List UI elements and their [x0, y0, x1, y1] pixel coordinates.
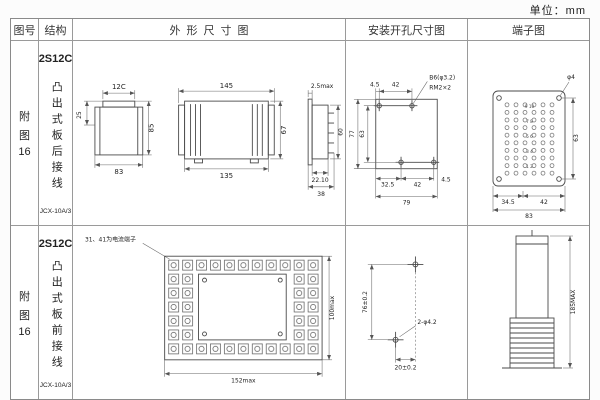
dim-height: 100max — [329, 295, 336, 320]
structure-row1: 2S12C 凸出式板后接线 JCX-10A/3 — [39, 41, 73, 226]
terminal-dims: 185MAX — [550, 235, 577, 369]
dim-height: 185MAX — [570, 290, 577, 315]
dim-pitch-h: 20±0.2 — [395, 365, 417, 372]
mounting-dims: 4.5 42 B6(φ3.2) RM2×2 77 63 32. — [349, 74, 455, 206]
label-screw-spec: RM2×2 — [429, 84, 451, 91]
dim-width: 152max — [231, 378, 256, 385]
terminal-grid — [502, 101, 557, 177]
mounting-drawing-rear-wiring: 4.5 42 B6(φ3.2) RM2×2 77 63 32. — [349, 74, 455, 206]
structure-type: JCX-10A/3 — [39, 382, 72, 389]
structure-row2: 2S12C 凸出式板前接线 JCX-10A/3 — [39, 226, 73, 399]
left-view-dims: 12C 25 85 83 — [76, 83, 156, 176]
svg-text:5 6: 5 6 — [526, 134, 533, 139]
structure-desc: 凸出式板前接线 — [50, 260, 63, 372]
label-hole-spec: B6(φ3.2) — [429, 74, 455, 81]
fig-char: 附 — [19, 290, 30, 303]
terminal-numbers: 9 10 7 8 5 6 3 4 1 2 — [525, 104, 535, 169]
dim-bottom-pitch: 42 — [414, 182, 422, 189]
hole-marks — [387, 256, 424, 348]
outline-drawing-front-wiring: 31、41为电流端子 100max — [85, 235, 336, 385]
dim-left-height: 85 — [148, 124, 156, 133]
dim-top-offset: 4.5 — [370, 81, 380, 88]
note-label: 31、41为电流端子 — [85, 235, 136, 243]
fig-char: 图 — [19, 130, 30, 142]
dim-width-total: 83 — [525, 213, 533, 220]
dim-height-pitch: 63 — [359, 130, 366, 138]
dim-side-flange: 2.5max — [311, 83, 334, 90]
outline-cell-row1: 12C 25 85 83 — [73, 41, 346, 226]
dim-pitch-v: 63 — [573, 134, 580, 142]
mounting-drawing-front-wiring: 76±0.2 2-φ4.2 20±0.2 — [362, 256, 437, 372]
dim-front-width: 145 — [220, 82, 233, 90]
current-terminal-note: 31、41为电流端子 — [85, 235, 170, 260]
label-corner-hole: φ4 — [567, 74, 575, 81]
spec-table: 图号 结构 外形尺寸图 安装开孔尺寸图 端子图 附 图 16 2S12C 凸出式… — [10, 18, 590, 400]
dim-bottom-edge: 4.5 — [441, 177, 451, 184]
front-view-dims: 145 135 67 — [178, 82, 288, 180]
dim-bottom-d2: 42 — [540, 199, 548, 206]
dim-side-depth1: 22.10 — [312, 177, 329, 184]
mounting-plate — [373, 98, 440, 170]
terminal-cell-row1: 9 10 7 8 5 6 3 4 1 2 φ4 63 34.5 42 — [468, 41, 589, 226]
fig-char: 附 — [19, 111, 30, 123]
mounting-cell-row2: 76±0.2 2-φ4.2 20±0.2 — [346, 226, 468, 399]
outline-drawing-rear-wiring: 12C 25 85 83 — [76, 82, 345, 198]
dim-front-height: 67 — [280, 126, 288, 135]
structure-model: 2S12C — [39, 238, 73, 250]
fig-no-row2: 附 图 16 — [11, 226, 39, 399]
header-mounting: 安装开孔尺寸图 — [346, 19, 468, 41]
dim-left-top-width: 12C — [112, 83, 126, 91]
mounting-cell-row1: 4.5 42 B6(φ3.2) RM2×2 77 63 32. — [346, 41, 468, 226]
dim-bottom-d1: 34.5 — [501, 199, 515, 206]
header-structure: 结构 — [39, 19, 73, 41]
terminal-strips — [166, 258, 321, 356]
dim-side-depth2: 38 — [317, 191, 325, 198]
left-view — [94, 100, 144, 156]
header-outline: 外形尺寸图 — [73, 19, 346, 41]
dim-side-height: 60 — [338, 128, 345, 136]
side-view-dims: 2.5max 60 22.10 38 — [307, 83, 345, 198]
header-fig-no: 图号 — [11, 19, 39, 41]
fig-char: 图 — [19, 309, 30, 322]
relay-side-view — [502, 230, 562, 369]
structure-model: 2S12C — [39, 53, 73, 65]
structure-type: JCX-10A/3 — [39, 208, 72, 215]
front-face — [164, 255, 323, 361]
dim-height-total: 77 — [349, 130, 356, 138]
dim-left-width: 83 — [114, 168, 123, 176]
outline-cell-row2: 31、41为电流端子 100max — [73, 226, 346, 399]
svg-text:1 2: 1 2 — [526, 164, 533, 169]
svg-text:3 4: 3 4 — [526, 149, 533, 154]
dim-width-total: 79 — [403, 199, 411, 206]
terminal-panel — [492, 90, 566, 187]
front-view — [178, 100, 275, 164]
fig-number: 16 — [18, 146, 31, 158]
mounting-dims: 76±0.2 2-φ4.2 20±0.2 — [362, 264, 437, 372]
dim-top-pitch: 42 — [392, 81, 400, 88]
terminal-drawing-front-wiring: 185MAX — [502, 230, 577, 369]
terminal-drawing-rear-wiring: 9 10 7 8 5 6 3 4 1 2 φ4 63 34.5 42 — [492, 74, 580, 220]
fig-no-row1: 附 图 16 — [11, 41, 39, 226]
dim-bottom-offset: 32.5 — [381, 182, 394, 189]
structure-desc: 凸出式板后接线 — [50, 80, 63, 193]
svg-text:7 8: 7 8 — [526, 119, 533, 124]
terminal-cell-row2: 185MAX — [468, 226, 589, 399]
dim-pitch-v: 76±0.2 — [362, 291, 369, 313]
dim-front-body-width: 135 — [220, 172, 233, 180]
front-face-dims: 100max 152max — [164, 255, 336, 385]
dim-left-depth: 25 — [76, 111, 83, 119]
unit-label: 单位：mm — [529, 5, 586, 17]
fig-number: 16 — [18, 325, 31, 338]
side-view — [307, 98, 335, 166]
header-terminal: 端子图 — [468, 19, 589, 41]
terminal-dims: φ4 63 34.5 42 83 — [492, 74, 580, 220]
label-hole-spec: 2-φ4.2 — [417, 319, 437, 326]
svg-text:9 10: 9 10 — [525, 104, 535, 109]
